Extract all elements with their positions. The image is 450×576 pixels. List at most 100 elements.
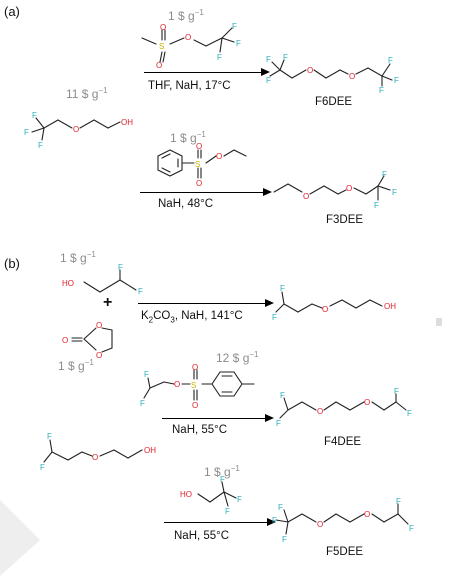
atom-o: O [196,142,202,151]
atom-f: F [394,387,399,396]
atom-o: O [62,336,68,345]
atom-f: F [138,287,143,296]
plus-sign: + [103,294,113,311]
reaction-arrow-b1 [138,298,274,308]
price-tosylate: 12 $ g−1 [216,350,259,365]
difluoroethoxyethanol-product-structure: F F O OH [272,284,396,322]
panel-a-label: (a) [4,4,20,19]
atom-f: F [266,76,271,85]
atom-f: F [396,497,401,506]
atom-f: F [394,76,399,85]
f4dee-structure: F F O O F F [276,387,412,428]
difluoroethoxyethanol-reactant-structure: F F O OH [40,432,156,472]
atom-f: F [237,495,242,504]
atom-f: F [40,463,45,472]
atom-hydroxyl: OH [144,446,156,455]
price-sulfonate: 1 $ g−1 [170,130,206,145]
condition-a2: NaH, 48°C [158,198,214,210]
atom-f: F [280,284,285,293]
price-difluoroethanol: 1 $ g−1 [60,250,96,265]
atom-f: F [266,55,271,64]
condition-b2: NaH, 55°C [172,424,228,436]
f5dee-structure: F F F O O F F [272,497,414,544]
atom-ho: HO [180,490,192,499]
atom-ho: HO [62,279,74,288]
panel-b-label: (b) [4,256,20,271]
trifluoroethoxyethanol-structure: F F F O OH [24,111,133,150]
f6dee-structure: F F F O O F F F [266,53,399,95]
price-mesylate: 1 $ g−1 [168,8,204,23]
atom-hydroxyl: OH [121,118,133,127]
atom-f: F [144,370,149,379]
atom-o: O [73,125,79,134]
atom-f: F [382,170,387,179]
product-f4dee: F4DEE [324,436,362,448]
atom-o: O [349,72,355,81]
difluoroethyl-tosylate-structure: F F O S O O [140,363,255,410]
atom-o: O [303,192,309,201]
atom-o: O [317,407,323,416]
atom-o: O [346,184,352,193]
atom-f: F [140,399,145,408]
product-f6dee: F6DEE [315,96,353,108]
price-ethylene-carbonate: 1 $ g−1 [58,358,94,373]
atom-f: F [118,263,123,272]
f3dee-structure: O O F F F [273,170,397,210]
product-f5dee: F5DEE [326,546,364,558]
atom-f: F [283,53,288,62]
trifluoroethyl-mesylate-structure: S O O O F F F [141,22,241,70]
condition-a1: THF, NaH, 17°C [148,80,231,92]
reaction-arrow-a2 [140,187,272,197]
atom-f: F [225,507,230,516]
atom-o: O [307,66,313,75]
atom-hydroxyl: OH [384,302,396,311]
atom-o: O [96,351,102,360]
atom-f: F [232,22,237,31]
atom-f: F [278,503,283,512]
atom-f: F [392,188,397,197]
atom-o: O [317,520,323,529]
atom-s: S [191,381,196,390]
atom-f: F [236,39,241,48]
atom-f: F [24,128,29,137]
atom-f: F [47,432,52,441]
atom-o: O [185,33,191,42]
price-start-alcohol: 11 $ g−1 [66,86,108,101]
price-trifluoroethanol: 1 $ g−1 [204,464,240,479]
ethyl-benzenesulfonate-structure: S O O O [157,142,247,188]
atom-f: F [374,201,379,210]
atom-o: O [92,453,98,462]
atom-f: F [276,419,281,428]
watermark-mark-right [436,318,442,326]
atom-o: O [364,510,370,519]
atom-s: S [159,42,164,51]
reaction-arrow-b2 [162,413,274,423]
trifluoroethanol-structure: HO F F F [180,475,242,516]
atom-o: O [174,380,180,389]
watermark-shape-left [0,500,40,576]
difluoroethanol-structure: HO F F [62,263,143,296]
atom-o: O [322,305,328,314]
atom-s: S [195,160,200,169]
atom-f: F [220,475,225,484]
atom-o: O [192,363,198,372]
atom-f: F [282,535,287,544]
atom-f: F [388,56,393,65]
atom-f: F [379,86,384,95]
atom-o: O [364,398,370,407]
atom-f: F [409,524,414,533]
atom-f: F [272,516,277,525]
atom-f: F [407,409,412,418]
condition-b3: NaH, 55°C [174,530,230,542]
atom-f: F [38,141,43,150]
atom-f: F [32,111,37,120]
reaction-arrow-a1 [144,67,270,77]
atom-o: O [96,321,102,330]
atom-o: O [156,61,162,70]
atom-f: F [280,391,285,400]
atom-f: F [272,313,277,322]
atom-o: O [192,401,198,410]
condition-b1: K2CO3, NaH, 141°C [141,310,243,325]
ethylene-carbonate-structure: O O O [62,321,113,360]
reaction-arrow-b3 [164,517,276,527]
